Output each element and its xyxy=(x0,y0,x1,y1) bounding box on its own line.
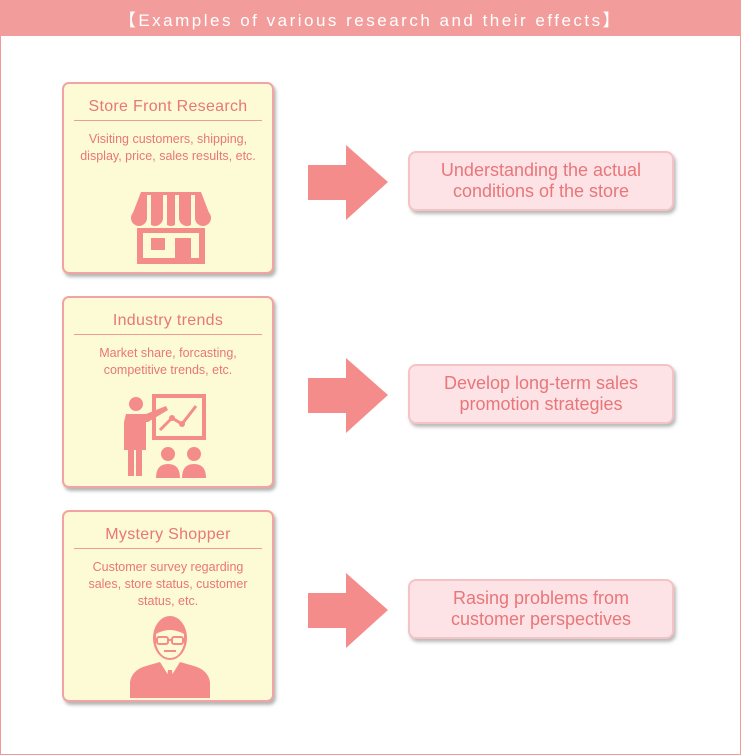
research-card-store-front: Store Front Research Visiting customers,… xyxy=(62,82,274,274)
businessman-icon xyxy=(130,616,210,698)
right-arrow-icon xyxy=(308,573,388,648)
card-description: Visiting customers, shipping, display, p… xyxy=(80,132,256,163)
card-description: Customer survey regarding sales, store s… xyxy=(88,560,248,608)
right-arrow-icon xyxy=(308,358,388,433)
diagram-title: 【Examples of various research and their … xyxy=(0,0,741,36)
presentation-icon xyxy=(124,394,206,478)
effect-box: Understanding the actual conditions of t… xyxy=(408,151,674,211)
research-card-mystery-shopper: Mystery Shopper Customer survey regardin… xyxy=(62,510,274,702)
card-title: Store Front Research xyxy=(74,98,262,121)
effect-box: Rasing problems from customer perspectiv… xyxy=(408,579,674,639)
research-card-industry-trends: Industry trends Market share, forcasting… xyxy=(62,296,274,488)
right-arrow-icon xyxy=(308,145,388,220)
card-description: Market share, forcasting, competitive tr… xyxy=(99,346,237,377)
card-title: Industry trends xyxy=(74,312,262,335)
card-title: Mystery Shopper xyxy=(74,526,262,549)
storefront-icon xyxy=(131,192,211,264)
effect-box: Develop long-term sales promotion strate… xyxy=(408,364,674,424)
